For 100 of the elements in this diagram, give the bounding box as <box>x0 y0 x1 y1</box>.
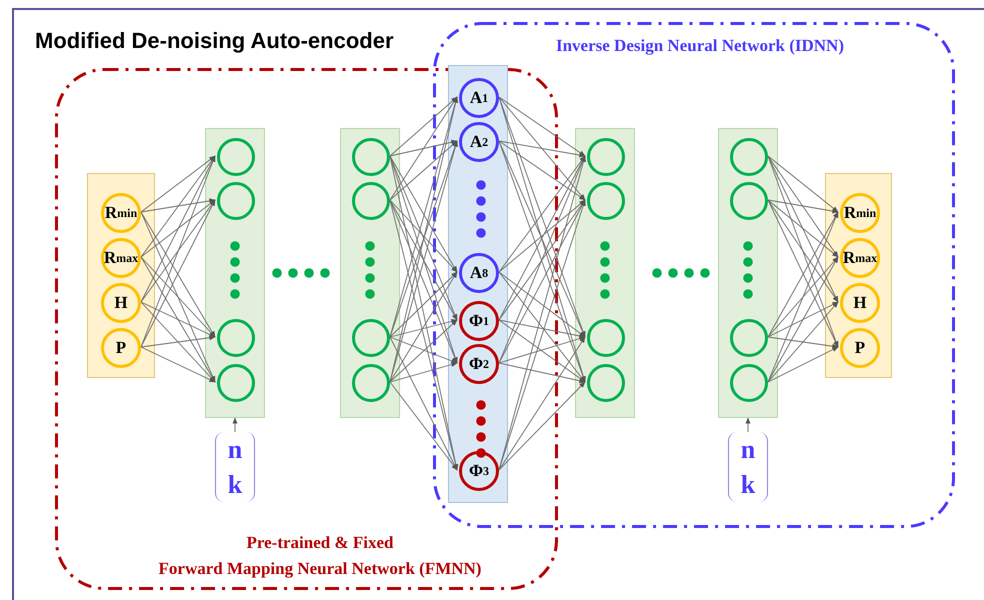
arrow <box>768 346 839 382</box>
layer-panel <box>340 128 400 418</box>
arrow <box>768 200 838 258</box>
neuron-circle <box>587 319 625 357</box>
arrow <box>390 362 458 382</box>
arrow <box>140 346 216 382</box>
arrow <box>390 271 458 382</box>
neuron-circle <box>587 364 625 402</box>
arrow <box>390 336 458 364</box>
arrow <box>498 320 586 382</box>
arrow <box>498 320 586 338</box>
arrow <box>390 200 458 364</box>
layer-panel <box>87 173 155 378</box>
arrow <box>498 140 586 200</box>
arrow <box>768 302 839 338</box>
diagram-title: Modified De-noising Auto-encoder <box>35 28 394 54</box>
arrow <box>140 302 216 382</box>
neuron-circle: H <box>840 283 880 323</box>
neuron-circle <box>217 364 255 402</box>
arrow <box>140 335 216 348</box>
arrow <box>140 198 216 212</box>
arrow <box>390 382 458 470</box>
neuron-circle <box>352 182 390 220</box>
arrow <box>498 96 586 200</box>
layer-panel <box>448 65 508 503</box>
arrow <box>498 96 586 383</box>
arrow <box>390 336 458 471</box>
arrow <box>390 156 458 273</box>
arrow <box>390 140 458 338</box>
arrow <box>498 140 586 158</box>
neuron-circle <box>352 138 390 176</box>
arrow <box>768 336 839 349</box>
neuron-circle <box>217 182 255 220</box>
arrow <box>140 256 216 338</box>
arrow <box>498 140 586 338</box>
layer-panel <box>575 128 635 418</box>
arrow <box>140 156 216 212</box>
neuron-circle <box>587 182 625 220</box>
arrow <box>140 200 216 302</box>
arrow <box>390 96 458 382</box>
arrow <box>390 96 458 156</box>
arrow <box>140 302 216 338</box>
arrow <box>140 256 216 383</box>
arrow <box>390 140 458 156</box>
neuron-circle <box>730 319 768 357</box>
arrow <box>768 256 838 338</box>
neuron-circle: P <box>840 328 880 368</box>
arrow <box>390 140 458 200</box>
neuron-circle <box>352 319 390 357</box>
neuron-circle <box>730 138 768 176</box>
arrow <box>390 200 458 321</box>
neuron-circle: P <box>101 328 141 368</box>
arrow <box>745 417 751 432</box>
arrow <box>498 96 586 156</box>
arrow <box>498 382 586 470</box>
arrow <box>498 96 586 338</box>
arrow <box>498 272 586 338</box>
arrow <box>390 200 458 272</box>
variable-label: k <box>228 472 242 498</box>
neuron-circle <box>587 138 625 176</box>
arrow <box>768 156 838 303</box>
arrow <box>390 96 458 200</box>
arrow <box>140 155 216 348</box>
arrow <box>768 200 838 303</box>
neuron-circle: H <box>101 283 141 323</box>
arrow <box>390 96 458 338</box>
variable-label: k <box>740 472 756 498</box>
neuron-circle <box>730 364 768 402</box>
region-label: Pre-trained & Fixed <box>246 532 394 554</box>
arrow <box>498 362 586 384</box>
region-label: Forward Mapping Neural Network (FMNN) <box>158 558 482 580</box>
arrow <box>390 318 458 338</box>
arrow <box>768 302 838 382</box>
arrow <box>498 336 586 470</box>
arrow <box>140 200 216 258</box>
arrow <box>768 256 838 382</box>
arrow <box>498 336 586 364</box>
layer-panel <box>205 128 265 418</box>
arrow <box>498 156 586 272</box>
region-label: Inverse Design Neural Network (IDNN) <box>554 35 845 57</box>
neuron-circle <box>730 182 768 220</box>
arrow <box>390 320 458 382</box>
arrow <box>140 155 216 302</box>
layer-panel <box>718 128 778 418</box>
arrow <box>768 156 838 348</box>
arrow <box>768 211 838 382</box>
arrow <box>498 200 586 272</box>
layer-panel <box>825 173 892 378</box>
neuron-circle <box>217 319 255 357</box>
arrow <box>768 156 838 212</box>
neuron-circle <box>352 364 390 402</box>
arrow <box>140 156 216 258</box>
arrow <box>768 200 839 214</box>
variable-label: n <box>740 436 756 462</box>
neuron-circle <box>217 138 255 176</box>
arrow <box>498 272 586 382</box>
arrow <box>390 272 458 338</box>
arrow <box>232 417 238 432</box>
arrow <box>498 199 586 364</box>
arrow <box>768 156 838 258</box>
